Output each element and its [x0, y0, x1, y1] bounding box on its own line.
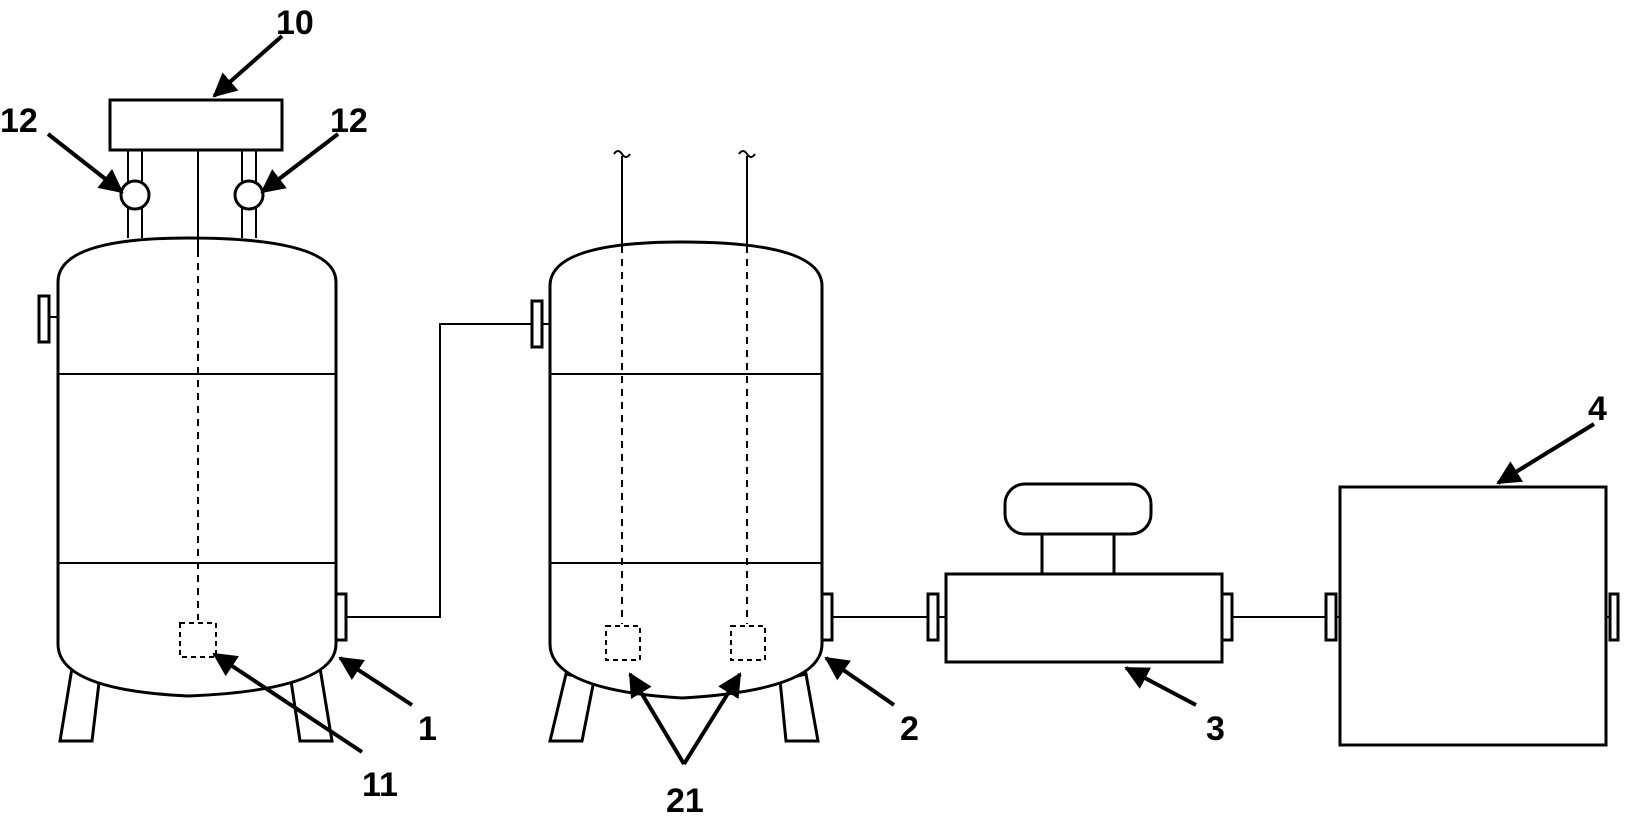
probe-right [738, 150, 756, 624]
label-10: 10 [276, 4, 314, 42]
tank-1-upper-flange [37, 294, 58, 344]
label-12-right: 12 [330, 102, 368, 140]
label-12-left: 12 [0, 102, 38, 140]
label-11: 11 [362, 766, 398, 804]
unit-3-neck [1040, 532, 1116, 576]
sensor-11 [179, 622, 217, 658]
tank-2-inlet-flange [530, 299, 550, 349]
unit-3-body [944, 572, 1224, 664]
tank-1-body [56, 236, 338, 698]
label-4: 4 [1588, 390, 1607, 428]
leader-arrows [46, 34, 1596, 766]
arrow-11 [212, 652, 364, 754]
arrow-12-right [260, 132, 340, 194]
valve-12-left [119, 179, 151, 211]
unit-3-inlet-flange [926, 592, 946, 642]
labels: 10 12 12 11 1 2 3 4 21 [0, 4, 1607, 820]
label-21: 21 [666, 782, 704, 820]
arrow-10 [212, 34, 284, 98]
tank-1 [37, 98, 348, 743]
sensor-21-left [605, 625, 641, 661]
arrow-2 [824, 656, 896, 707]
unit-3-motor [1003, 482, 1153, 536]
label-3: 3 [1206, 710, 1225, 748]
label-2: 2 [900, 710, 919, 748]
pipe-tank1-to-tank2 [345, 323, 532, 618]
box-4-body [1338, 485, 1608, 747]
tank-2-body [548, 240, 824, 700]
arrow-4 [1496, 422, 1596, 485]
arrow-12-left [46, 132, 124, 194]
arrow-21-right [682, 672, 742, 766]
arrow-3 [1124, 666, 1197, 707]
valve-12-right [233, 179, 265, 211]
arrow-21-left [628, 672, 686, 766]
unit-3-outlet-flange [1220, 592, 1234, 642]
tank-2-outlet-flange [820, 592, 834, 642]
label-1: 1 [418, 710, 437, 748]
head-unit-10 [108, 98, 284, 152]
sensor-21-right [730, 625, 766, 661]
probe-left [613, 150, 631, 624]
arrow-1 [338, 656, 414, 707]
box-4-outlet-flange [1606, 592, 1620, 642]
tank-2 [530, 150, 834, 743]
box-4 [1324, 485, 1620, 747]
tank-1-outlet-flange [334, 592, 348, 642]
box-4-inlet-flange [1324, 592, 1340, 642]
unit-3 [926, 482, 1234, 664]
